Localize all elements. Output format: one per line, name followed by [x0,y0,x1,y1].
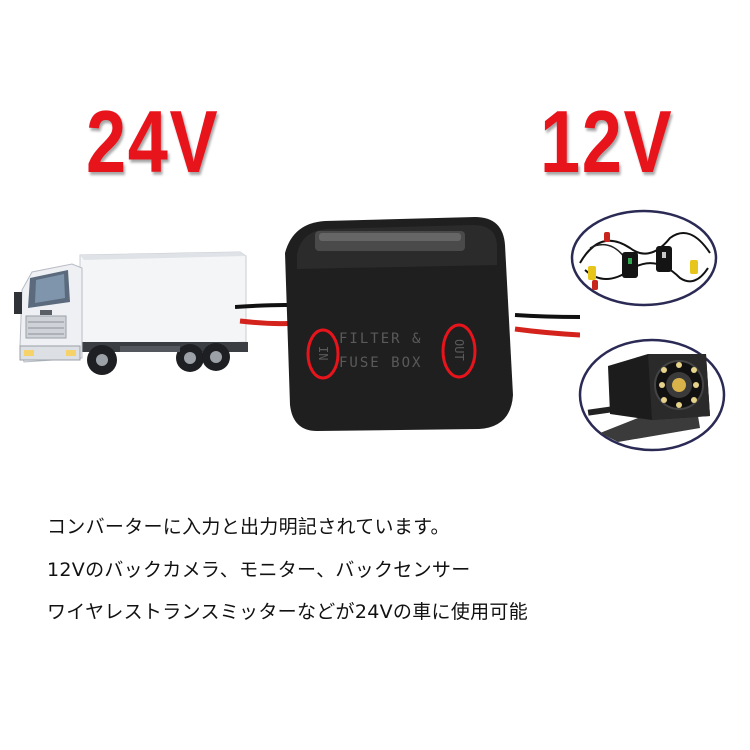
output-voltage-label: 12V [540,92,674,191]
box-in-label: IN [316,346,330,360]
box-text-line1: FILTER & [339,331,422,347]
description-line-2: 12Vのバックカメラ、モニター、バックセンサー [47,559,471,581]
description-line-3: ワイヤレストランスミッターなどが24Vの車に使用可能 [47,601,529,623]
output-highlight-circle [441,323,477,379]
backup-camera-image [578,338,726,452]
box-out-label: OUT [452,339,466,361]
wireless-transmitter-image [570,209,718,307]
filter-fuse-box-image: FILTER & FUSE BOX IN OUT [235,217,580,431]
input-highlight-circle [306,328,340,380]
truck-image [14,251,248,375]
description-line-1: コンバーターに入力と出力明記されています。 [47,516,450,538]
input-voltage-label: 24V [86,92,220,191]
box-text-line2: FUSE BOX [339,355,422,371]
